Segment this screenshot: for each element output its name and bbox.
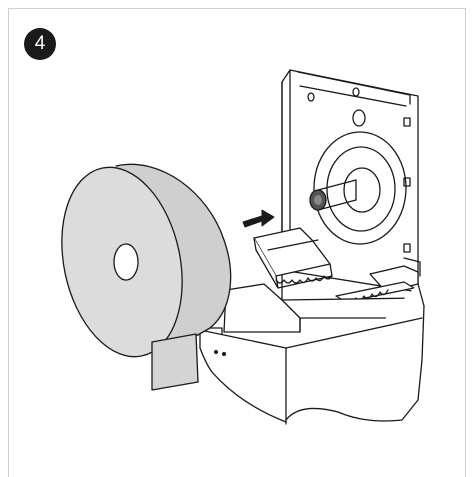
paper-tail xyxy=(151,333,199,391)
left-paper-guide xyxy=(253,227,333,289)
keyhole-right xyxy=(352,87,360,97)
dispenser-housing xyxy=(199,283,425,425)
keyhole-left xyxy=(307,92,315,102)
roll-core-hole xyxy=(113,243,139,281)
step-number-badge: 4 xyxy=(24,28,56,60)
mounting-hole xyxy=(352,109,366,127)
step-number: 4 xyxy=(34,33,46,54)
spindle-hub xyxy=(309,131,407,245)
paper-roll xyxy=(61,163,232,391)
insert-arrow-icon xyxy=(242,209,275,228)
